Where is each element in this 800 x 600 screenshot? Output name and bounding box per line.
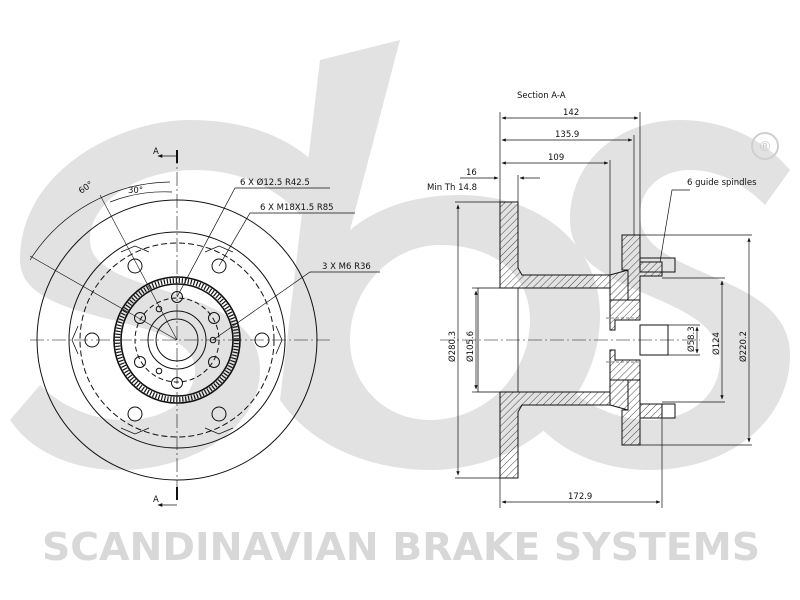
dia-105-6: Ø105.6 (465, 331, 476, 362)
dia-280-3: Ø280.3 (447, 331, 458, 362)
sbs-logo (10, 40, 790, 470)
front-view (29, 150, 380, 507)
company-name: SCANDINAVIAN BRAKE SYSTEMS (42, 525, 760, 569)
spline-outer (113, 276, 241, 404)
spline-inner (120, 283, 234, 397)
guide-spindle-top (639, 257, 676, 273)
threaded-hole (254, 332, 270, 348)
angle-ray-2 (99, 194, 178, 341)
dia-220-2: Ø220.2 (738, 331, 749, 362)
hole-callout-2: 6 X M18X1.5 R85 (260, 203, 334, 213)
hole-callout-1: 6 X Ø12.5 R42.5 (240, 177, 310, 188)
guide-spindles-label: 6 guide spindles (687, 178, 757, 188)
small-hole (208, 356, 220, 368)
dim-142: 142 (563, 108, 579, 118)
threaded-hole (84, 332, 100, 348)
disc-outer-edge (36, 199, 318, 481)
dia-124: Ø124 (711, 332, 722, 355)
small-hole (134, 312, 146, 324)
hub-top (609, 299, 641, 331)
dia-58-3: Ø58.3 (686, 326, 697, 352)
hub-bottom (609, 349, 641, 381)
section-dimensions (455, 112, 752, 508)
registered-circle (751, 132, 779, 160)
spline-teeth (115, 278, 239, 402)
m6-hole (209, 336, 217, 344)
section-mark-bottom: A (153, 495, 159, 505)
threaded-hole (127, 258, 143, 274)
section-title: Section A-A (517, 91, 566, 101)
hat-outer-dashed (79, 242, 275, 438)
m6-hole (155, 367, 163, 375)
small-hole (171, 291, 183, 303)
small-hole (208, 312, 220, 324)
leader-guide-spindles (659, 189, 690, 263)
center-bore-inner (155, 318, 199, 362)
small-hole (134, 356, 146, 368)
small-hole (171, 377, 183, 389)
dim-172-9: 172.9 (568, 492, 592, 502)
section-view (440, 201, 700, 479)
section-mark-top: A (153, 147, 159, 157)
angle-label-30: 30° (128, 186, 143, 196)
min-thickness: Min Th 14.8 (427, 183, 477, 193)
leader-line-2 (218, 212, 355, 267)
hat-wall-bottom (609, 379, 629, 411)
threaded-hole (211, 258, 227, 274)
small-hole-pattern (134, 291, 220, 389)
hole-callout-3: 3 X M6 R36 (322, 262, 371, 272)
leader-line-1 (176, 187, 330, 298)
angle-arc-60 (29, 181, 171, 261)
angle-arc-30 (109, 191, 173, 203)
threaded-hole-pattern (84, 258, 270, 422)
dim-16: 16 (466, 168, 477, 178)
hub-ring (134, 297, 220, 383)
dim-135-9: 135.9 (555, 130, 579, 140)
section-view-labels: Section A-A 142 135.9 109 16 Min Th 14.8… (427, 91, 757, 502)
watermark: ® SCANDINAVIAN BRAKE SYSTEMS (10, 40, 790, 569)
bore-outline (477, 287, 519, 393)
guide-spindle-bottom (639, 403, 676, 419)
threaded-hole (211, 406, 227, 422)
dim-109: 109 (548, 153, 564, 163)
registered-mark: ® (758, 139, 772, 155)
friction-ring-inner (68, 231, 286, 449)
flange-top (621, 234, 663, 301)
spindle-stub (639, 324, 669, 356)
hat-wall-top (609, 269, 629, 301)
angle-ray-1 (29, 255, 178, 341)
leader-line-3 (212, 271, 380, 341)
center-bore (147, 310, 207, 370)
threaded-hole (127, 406, 143, 422)
